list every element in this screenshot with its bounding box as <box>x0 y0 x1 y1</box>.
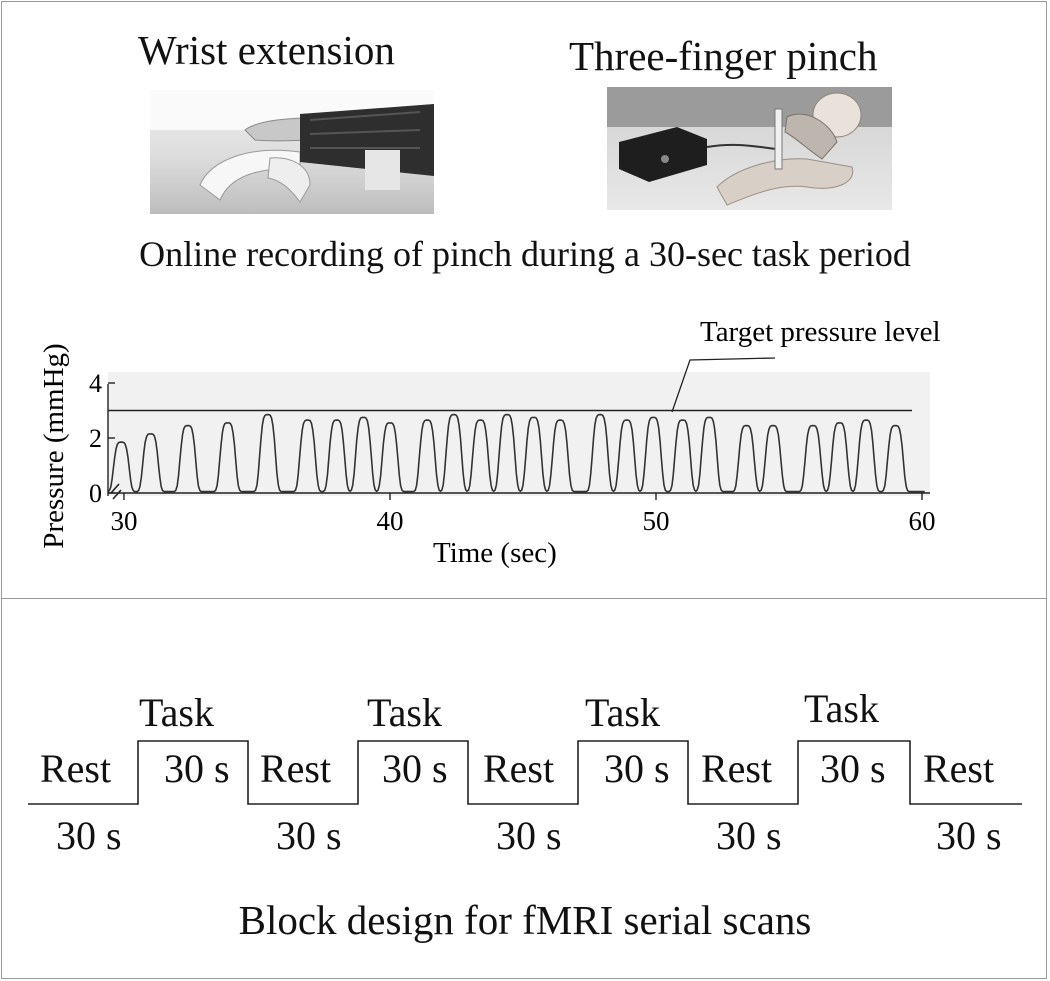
rest-label-4: Rest <box>701 746 773 791</box>
block-design-title: Block design for fMRI serial scans <box>238 897 812 943</box>
y-axis-label: Pressure (mmHg) <box>38 343 70 548</box>
x-axis-label: Time (sec) <box>433 537 557 569</box>
target-pressure-label: Target pressure level <box>700 316 941 348</box>
x-tick-label: 60 <box>909 506 936 536</box>
plot-background <box>108 372 930 496</box>
wrist-extension-caption: Wrist extension <box>138 27 395 73</box>
y-tick-label: 4 <box>89 369 102 398</box>
x-ticks: 30 40 50 60 <box>110 493 936 536</box>
rest-label-3: Rest <box>483 746 555 791</box>
y-tick-label: 0 <box>89 479 102 508</box>
rest-duration-1: 30 s <box>56 813 122 858</box>
task-label-4: Task <box>804 686 879 731</box>
y-tick-label: 2 <box>89 424 102 453</box>
recording-title: Online recording of pinch during a 30-se… <box>139 234 911 274</box>
wrist-extension-photo <box>150 90 434 214</box>
x-tick-label: 50 <box>643 506 670 536</box>
x-tick-label: 40 <box>376 506 403 536</box>
task-duration-2: 30 s <box>382 746 448 791</box>
rest-duration-5: 30 s <box>936 813 1002 858</box>
task-label-3: Task <box>585 690 660 735</box>
task-duration-1: 30 s <box>164 746 230 791</box>
pinch-pressure-trace <box>107 413 925 493</box>
rest-label-1: Rest <box>40 746 112 791</box>
rest-duration-4: 30 s <box>716 813 782 858</box>
rest-duration-2: 30 s <box>276 813 342 858</box>
task-label-2: Task <box>367 690 442 735</box>
wrist-extension-illustration <box>150 90 434 214</box>
y-ticks: 0 2 4 <box>89 369 115 508</box>
three-finger-pinch-photo <box>607 87 892 210</box>
x-tick-label: 30 <box>110 506 137 536</box>
panel-divider <box>2 598 1047 599</box>
pinch-device-illustration <box>607 87 892 210</box>
task-label-1: Task <box>139 690 214 735</box>
task-duration-3: 30 s <box>604 746 670 791</box>
target-label-leader <box>671 357 776 413</box>
rest-label-2: Rest <box>260 746 332 791</box>
axis-break-mark <box>110 483 122 500</box>
three-finger-pinch-caption: Three-finger pinch <box>569 33 878 79</box>
rest-duration-3: 30 s <box>496 813 562 858</box>
task-duration-4: 30 s <box>820 746 886 791</box>
rest-label-5: Rest <box>923 746 995 791</box>
